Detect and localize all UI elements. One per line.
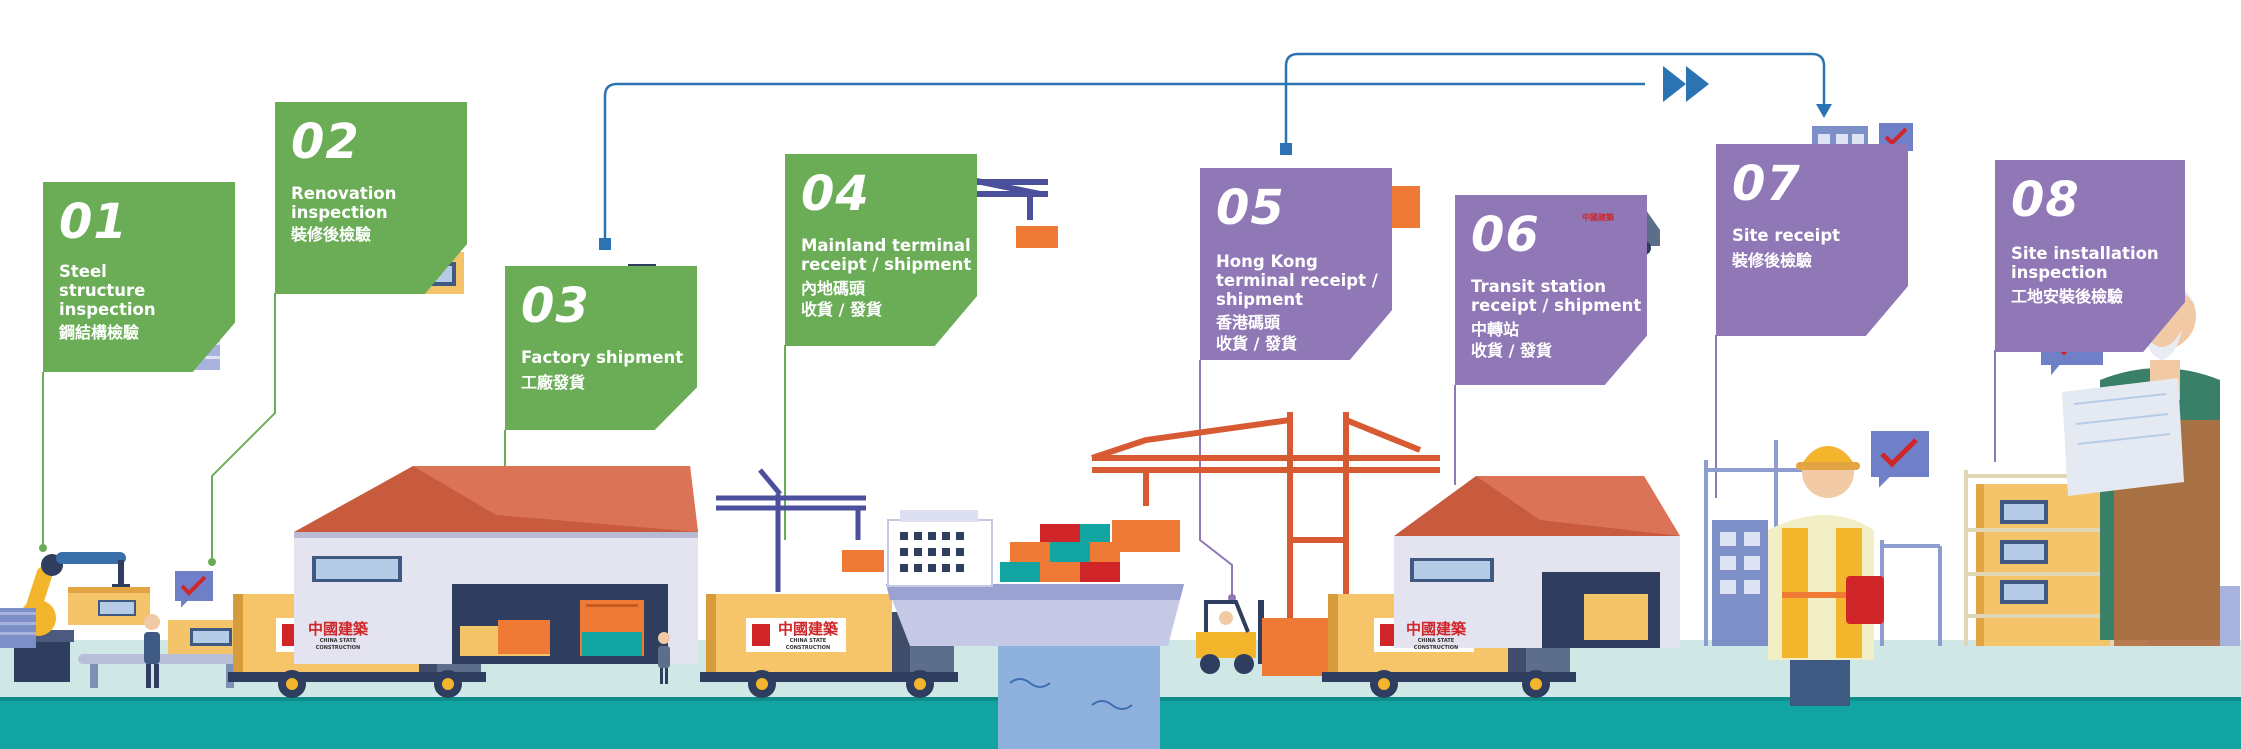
- worker-icon: [144, 614, 160, 688]
- flow-node: [1280, 143, 1292, 155]
- step-card-04: 04 Mainland terminal receipt / shipment …: [785, 154, 977, 346]
- truck-logo: 中國建築 CHINA STATE CONSTRUCTION: [302, 620, 374, 652]
- step-title-zh: 中轉站 收貨 / 發貨: [1471, 320, 1552, 360]
- leader-lines: [42, 293, 1996, 595]
- step-title-zh: 裝修後檢驗: [1732, 251, 1813, 270]
- truck-logo: 中國建築 CHINA STATE CONSTRUCTION: [772, 620, 844, 652]
- step-card-07: 07 Site receipt 裝修後檢驗: [1716, 144, 1908, 336]
- step-title-zh: 工地安裝後檢驗: [2011, 287, 2124, 306]
- modular-unit-icon: [68, 587, 150, 625]
- step-card-05: 05 Hong Kong terminal receipt / shipment…: [1200, 168, 1392, 360]
- leader-node: [208, 558, 216, 566]
- brand-name-zh: 中國建築: [1405, 620, 1466, 638]
- step-card-08: 08 Site installation inspection 工地安裝後檢驗: [1995, 160, 2185, 352]
- step-title-en: Mainland terminal receipt / shipment: [801, 236, 972, 274]
- step-title-en: Renovation inspection: [291, 184, 397, 222]
- fast-forward-arrows-icon: [1663, 66, 1709, 102]
- step-number: 03: [521, 278, 590, 334]
- brand-name-zh: 中國建築: [307, 620, 368, 638]
- step-title-en: Site installation inspection: [2011, 244, 2159, 282]
- container-crane-icon: [716, 468, 866, 592]
- truck-logo: 中國建築: [1580, 213, 1616, 223]
- brand-name-en: CHINA STATE CONSTRUCTION: [1413, 638, 1459, 651]
- cargo-ship-icon: [886, 510, 1184, 646]
- harbour-water: [998, 640, 1160, 749]
- hanging-container: [842, 550, 884, 572]
- step-number: 07: [1732, 156, 1801, 212]
- step-card-01: 01 Steel structure inspection 鋼結構檢驗: [43, 182, 235, 372]
- brand-name-zh: 中國建築: [777, 620, 838, 638]
- building-scaffold-icon: [1704, 126, 1942, 646]
- step-title-en: Transit station receipt / shipment: [1471, 277, 1642, 315]
- step-title-zh: 鋼結構檢驗: [59, 323, 140, 342]
- step-number: 01: [59, 194, 128, 250]
- step-title-zh: 裝修後檢驗: [291, 225, 372, 244]
- step-title-en: Steel structure inspection: [59, 262, 156, 319]
- step-title-zh: 內地碼頭 收貨 / 發貨: [801, 279, 882, 319]
- arrow-down-icon: [1816, 104, 1832, 118]
- step-number: 02: [291, 114, 360, 170]
- worker-icon: [658, 632, 670, 684]
- flow-node: [599, 238, 611, 250]
- brand-name-en: CHINA STATE CONSTRUCTION: [785, 638, 831, 651]
- step-card-06: 06 Transit station receipt / shipment 中轉…: [1455, 195, 1647, 385]
- transit-warehouse: [1394, 476, 1680, 648]
- step-title-en: Factory shipment: [521, 348, 684, 367]
- checkmark-speech-bubble-icon: [1869, 429, 1931, 493]
- step-number: 06: [1471, 207, 1540, 263]
- steel-stack-icon: [0, 608, 36, 648]
- leader-node: [39, 544, 47, 552]
- step-card-03: 03 Factory shipment 工廠發貨: [505, 266, 697, 430]
- truck-logo: 中國建築 CHINA STATE CONSTRUCTION: [1400, 620, 1472, 652]
- checkmark-speech-bubble-icon: [173, 569, 215, 613]
- step-number: 08: [2011, 172, 2080, 228]
- step-number: 04: [801, 166, 870, 222]
- step-title-en: Hong Kong terminal receipt / shipment: [1216, 252, 1378, 309]
- brand-name-zh: 中國建築: [1582, 213, 1614, 222]
- forklift-icon: [1196, 600, 1264, 674]
- flow-lines: [603, 52, 1826, 245]
- hanging-container: [1112, 520, 1180, 552]
- brand-name-en: CHINA STATE CONSTRUCTION: [315, 638, 361, 651]
- hanging-container: [1016, 226, 1058, 248]
- step-number: 05: [1216, 180, 1285, 236]
- factory-warehouse: [294, 466, 698, 664]
- step-title-en: Site receipt: [1732, 226, 1841, 245]
- step-title-zh: 香港碼頭 收貨 / 發貨: [1216, 313, 1297, 353]
- worker-with-clipboard-icon: [1768, 446, 1884, 706]
- step-card-02: 02 Renovation inspection 裝修後檢驗: [275, 102, 467, 294]
- step-title-zh: 工廠發貨: [521, 373, 586, 392]
